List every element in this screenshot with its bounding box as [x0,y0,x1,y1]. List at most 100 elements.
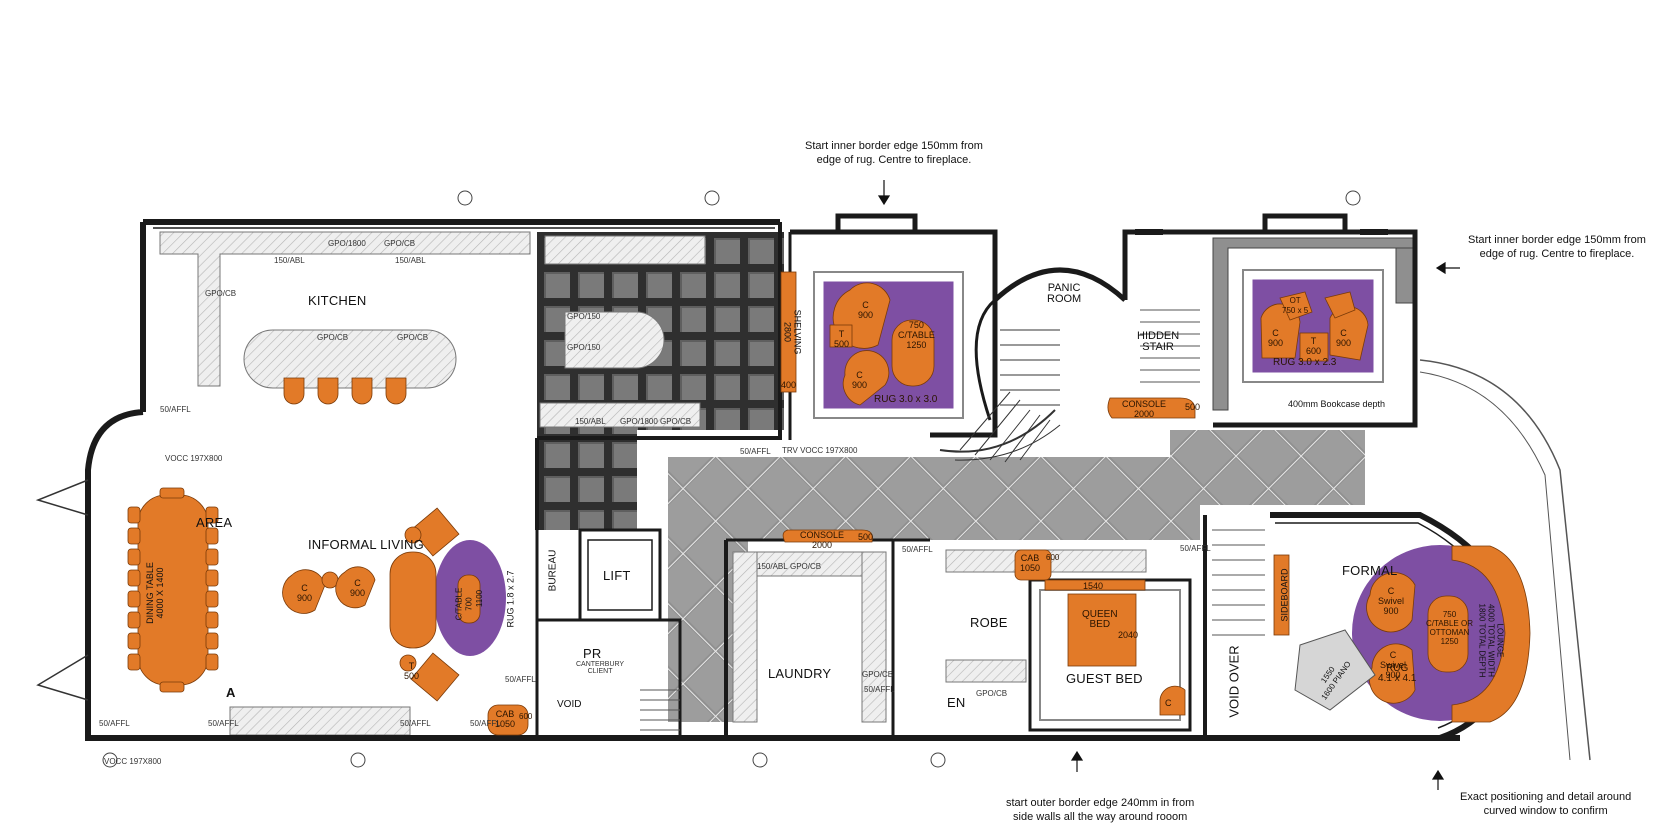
ctable-informal-length-label: 1100 [475,589,485,608]
room-lift: LIFT [603,568,631,583]
note-top-center: Start inner border edge 150mm from edge … [805,140,983,166]
chair-guest-label: C [1165,698,1172,708]
tag-vocc-1: VOCC 197X800 [165,454,223,463]
console-laundry-label: CONSOLE 2000 [800,530,845,550]
ottoman-label: 750 C/TABLE OR OTTOMAN 1250 [1426,610,1473,646]
scullery-bench [544,235,706,265]
t600-label: T 600 [1306,336,1322,356]
lounge-label: LOUNGE 4000 TOTAL WIDTH 1800 TOTAL DEPTH [1477,603,1505,678]
window-ticks [180,219,1388,235]
console-laundry-depth-label: 500 [858,532,874,542]
grid-label-a: A [226,685,236,700]
bench-1540 [1044,579,1146,591]
laundry-bench-right [861,551,887,723]
lounge [1451,545,1531,723]
dark-tile-floor-corridor [537,430,637,530]
bay-window-top [35,479,89,516]
spiral-stair [939,329,1061,463]
diamond-tile-floor [668,430,1365,722]
tag-affl-8: 50/AFFL [864,685,895,694]
tag-gpo-1800-1: GPO/1800 [328,239,366,248]
bookcase-right [1395,247,1415,304]
tag-affl-9: 50/AFFL [902,545,933,554]
room-laundry: LAUNDRY [768,666,832,681]
tag-abl-4: 150/ABL [757,562,788,571]
side-table-label: T 500 [834,329,850,349]
en-vanity [945,659,1027,683]
tag-affl-4: 50/AFFL [208,719,239,728]
room-pr: PR [583,646,602,661]
laundry-bench-side [732,551,758,723]
swivel-1-label: C Swivel 900 [1378,586,1405,616]
bookcase-label: 400mm Bookcase depth [1288,399,1386,409]
tag-abl-3: 150/ABL [575,417,606,426]
rug-formal-label: RUG 4.1 x 4.1 [1378,663,1417,684]
chair-informal-2-label: C 900 [350,578,366,598]
tag-gpo-150-1: GPO/150 [567,312,601,321]
tag-vocc-2: VOCC 197X800 [104,757,162,766]
room-formal: FORMAL [1342,563,1398,578]
ctable-left [891,319,935,387]
rug-left-label: RUG 3.0 x 3.0 [874,394,938,405]
console-hall [1107,397,1196,419]
chair-right-2-label: C 900 [1336,328,1352,348]
tag-gpo-cb-8: GPO/CB [790,562,822,571]
sideboard-label: SIDEBOARD [1279,568,1290,622]
side-table-informal-label: T 500 [404,661,420,681]
swivel-2-label: C Swivel 900 [1380,650,1407,680]
shelving [780,271,797,393]
tag-affl-10: 50/AFFL [1180,544,1211,553]
piano [1294,629,1376,711]
room-kitchen: KITCHEN [308,293,367,308]
chair-right-1-label: C 900 [1268,328,1284,348]
sideboard [1273,554,1290,636]
ot-right-label: OT 750 x 5 [1282,296,1309,315]
tag-gpo-1800-2: GPO/1800 [620,417,658,426]
room-en: EN [947,695,966,710]
room-void-over: VOID OVER [1226,645,1242,718]
void-stair-lines [1212,529,1265,636]
shelving-label: SHELVING 2800 [782,309,803,355]
tag-gpo-cb-1: GPO/CB [205,289,237,298]
room-informal-living: INFORMAL LIVING [308,537,424,552]
tag-affl-2: 50/AFFL [740,447,771,456]
tag-affl-3: 50/AFFL [99,719,130,728]
tag-gpo-cb-4: GPO/CB [397,333,429,342]
tag-gpo-cb-6: GPO/CB [862,670,894,679]
note-bottom-right: Exact positioning and detail around curv… [1460,791,1632,817]
queen-bed [1067,593,1137,667]
room-hidden-stair: HIDDEN STAIR [1137,330,1180,353]
tag-abl-1: 150/ABL [274,256,305,265]
ctable-left-label: 750 C/TABLE 1250 [898,320,935,350]
cab-bottom [487,704,529,736]
rug-left-border [813,271,964,419]
ctable-informal-label: C/TABLE 700 [454,587,474,621]
pr-stair-lines [640,689,680,731]
tv-unit [229,706,411,736]
room-void: VOID [557,699,582,710]
queen-bed-label: QUEEN BED [1082,609,1118,630]
callout-arrows [877,180,1460,790]
note-right: Start inner border edge 150mm from edge … [1468,234,1646,260]
tag-gpo-cb-7: GPO/CB [976,689,1008,698]
queen-bed-length-label: 2040 [1118,630,1139,640]
cab-robe-label: CAB 1050 [1020,553,1041,573]
kitchen-bench [159,231,531,387]
room-dining-area: AREA [196,515,233,530]
room-guest-bed: GUEST BED [1066,671,1143,686]
tag-affl-7: 50/AFFL [505,675,536,684]
ottoman [1427,595,1469,673]
note-bottom-center: start outer border edge 240mm in from si… [1006,797,1195,823]
grid-bubbles [102,190,1361,768]
scullery-bottom-bench [539,402,701,428]
room-panic-room: PANIC ROOM [1047,282,1082,305]
rug-informal-label: RUG 1.8 x 2.7 [505,570,516,628]
console-laundry [782,529,873,543]
ctable-informal [457,574,481,624]
tag-affl-1: 50/AFFL [160,405,191,414]
tag-gpo-cb-3: GPO/CB [317,333,349,342]
tag-affl-5: 50/AFFL [400,719,431,728]
rug-right-label: RUG 3.0 x 2.3 [1273,357,1337,368]
room-bureau: BUREAU [547,549,559,592]
